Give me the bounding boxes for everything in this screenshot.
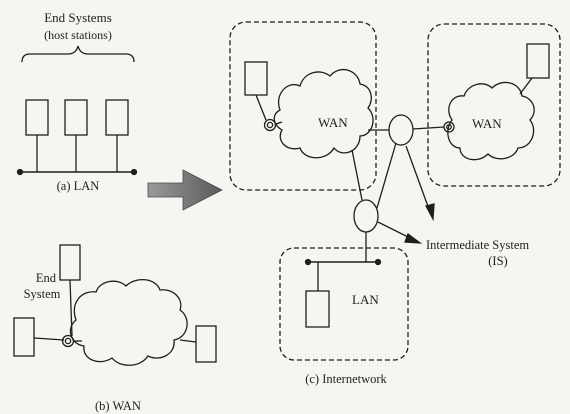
lan-host-2 (64, 99, 88, 136)
end-systems-label: End Systems (44, 10, 112, 25)
lan-example (16, 45, 138, 176)
wan-c-right-host (526, 43, 550, 79)
wan-b-host-right (195, 325, 217, 363)
region-wan-right (427, 23, 561, 187)
lan-c-host (305, 290, 330, 328)
internetwork-example (229, 21, 561, 361)
end-system-label: End (36, 271, 57, 285)
wan-example (13, 244, 217, 366)
wan-c-left-host (244, 61, 268, 96)
lan-caption: (a) LAN (57, 179, 100, 193)
host-stations-label: (host stations) (44, 28, 112, 42)
wan-b-access-point (61, 334, 75, 348)
wan-c-left-access-point (263, 118, 277, 132)
wan-caption: (b) WAN (95, 399, 141, 413)
region-wan-left (229, 21, 377, 191)
transition-arrow (147, 169, 223, 211)
wan-left-label: WAN (318, 115, 348, 130)
wan-c-right-cloud (447, 81, 535, 161)
intermediate-system-label: Intermediate System (426, 238, 529, 252)
end-system-label-2: System (24, 287, 61, 301)
lan-label: LAN (352, 292, 379, 307)
internetwork-caption: (c) Internetwork (305, 372, 387, 386)
host-brace (21, 45, 135, 63)
region-lan (279, 247, 409, 361)
intermediate-system-abbr: (IS) (488, 254, 507, 268)
router-top (388, 114, 414, 146)
lan-host-1 (25, 99, 49, 136)
wan-c-left-cloud (273, 68, 374, 159)
lan-host-3 (105, 99, 129, 136)
wan-b-cloud (69, 279, 188, 366)
wan-b-host-left (13, 317, 35, 357)
wan-b-host-top (59, 244, 81, 281)
wan-right-label: WAN (472, 116, 502, 131)
router-bottom (353, 199, 379, 233)
